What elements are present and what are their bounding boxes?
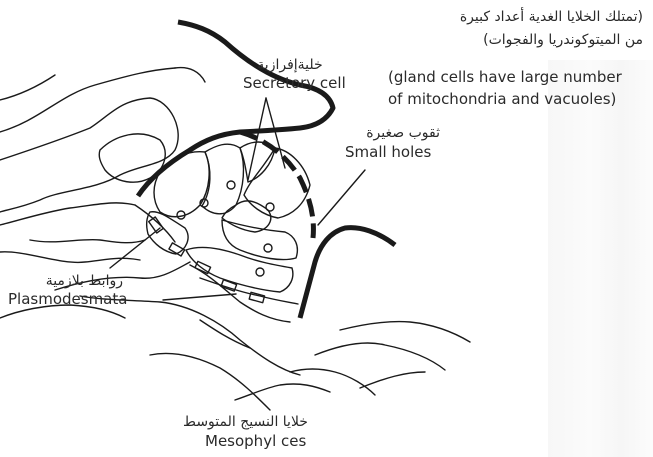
mesophyll-outline-19 xyxy=(0,75,55,100)
plasmodesma-3 xyxy=(195,261,211,273)
holes-label-arabic: ثقوب صغيرة xyxy=(340,126,440,141)
nucleus-5 xyxy=(264,244,272,252)
meso-label-arabic: خلايا النسيج المتوسط xyxy=(163,415,328,430)
mesophyll-outline-14 xyxy=(315,343,445,370)
mesophyll-outline-20 xyxy=(175,68,205,82)
note-english-line2: of mitochondria and vacuoles) xyxy=(388,92,616,108)
holes-label-english: Small holes xyxy=(345,145,431,161)
secretory-cell-7 xyxy=(222,220,297,260)
mesophyll-outline-15 xyxy=(290,369,375,395)
secretory-label-english: Secretory cell xyxy=(243,76,343,92)
secretory-cell-6 xyxy=(222,201,271,232)
note-english-line1: (gland cells have large number xyxy=(388,70,622,86)
mesophyll-outline-10 xyxy=(200,320,250,348)
mesophyll-outline-18 xyxy=(135,205,175,242)
epidermis-right xyxy=(300,228,395,318)
secretory-cell-8 xyxy=(186,248,293,292)
nucleus-3 xyxy=(227,181,235,189)
plasmo-label-arabic: روابط بلازمية xyxy=(18,274,123,289)
meso-label-english: Mesophyl ces xyxy=(205,434,306,450)
plasmo-label-english: Plasmodesmata xyxy=(8,292,127,308)
secretory-cell-1 xyxy=(154,152,209,217)
gland-wall-dashed xyxy=(240,132,313,238)
mesophyll-outline-11 xyxy=(150,353,270,410)
holes-pointer xyxy=(318,170,365,225)
plasmo-pointer-2 xyxy=(163,294,236,300)
mesophyll-outline-2 xyxy=(0,98,178,212)
mesophyll-outline-12 xyxy=(235,384,330,400)
nucleus-6 xyxy=(256,268,264,276)
mesophyll-outline-16 xyxy=(360,372,425,388)
secretory-label-arabic: خليةإفرازية xyxy=(240,58,340,73)
plasmo-pointer-1 xyxy=(110,228,160,268)
mesophyll-outline-17 xyxy=(190,265,290,322)
secretory-pointer-1 xyxy=(248,98,266,180)
note-arabic-line1: (تمتلك الخلايا الغدية أعداد كبيرة xyxy=(460,10,643,25)
nucleus-4 xyxy=(266,203,274,211)
mesophyll-outline-5 xyxy=(30,240,145,243)
mesophyll-outline-1 xyxy=(0,68,175,132)
note-arabic-line2: من الميتوكوندريا والفجوات) xyxy=(483,33,643,48)
mesophyll-outline-13 xyxy=(340,322,470,342)
